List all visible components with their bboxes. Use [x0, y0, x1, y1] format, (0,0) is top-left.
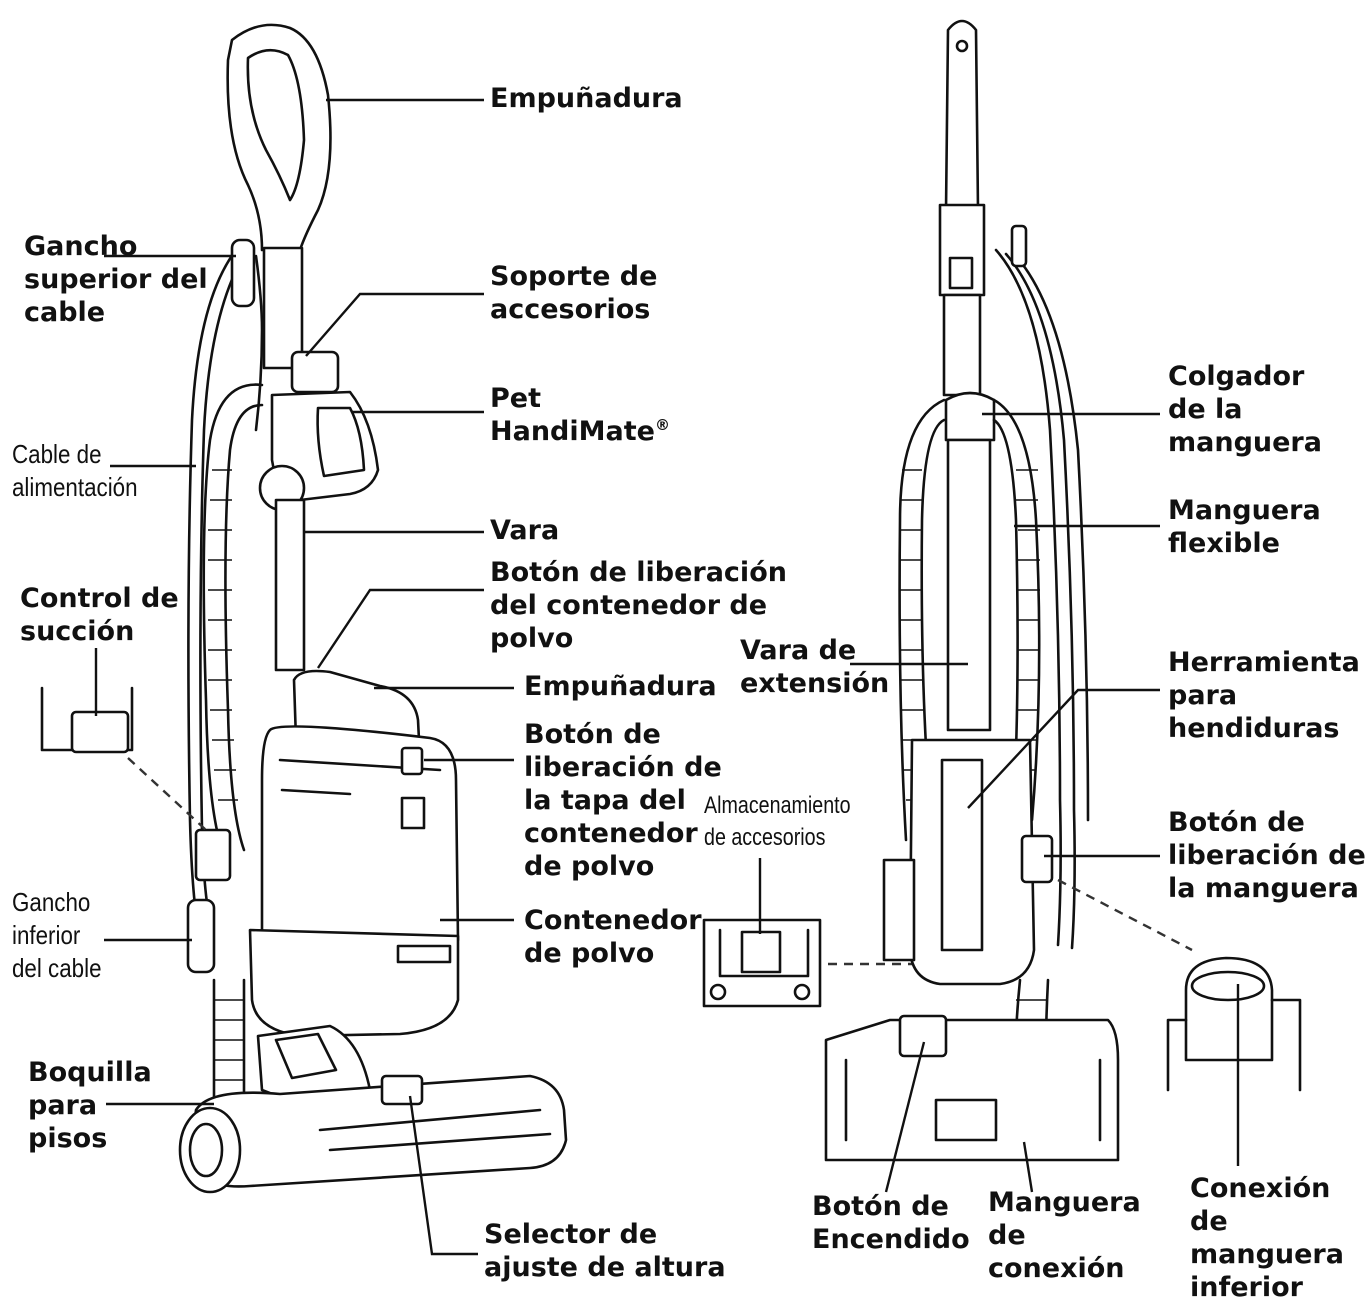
suction-control-inset	[40, 686, 207, 831]
label-handle-mid: Empuñadura	[524, 671, 717, 702]
crevice-tool	[940, 758, 984, 952]
power-button	[898, 1014, 948, 1058]
lower-cord-hook	[186, 898, 216, 974]
back-handle	[944, 19, 980, 212]
dust-container	[260, 725, 460, 942]
height-selector	[380, 1074, 424, 1106]
back-upper-wand	[938, 203, 986, 297]
back-view-vacuum	[824, 19, 1120, 1162]
upper-wand	[262, 246, 304, 370]
back-nozzle	[824, 1018, 1120, 1162]
lower-hose-connection-inset	[1057, 878, 1302, 1092]
wand	[274, 498, 306, 672]
floor-nozzle	[188, 1074, 568, 1188]
hose-hanger	[944, 391, 996, 442]
upper-cord-hook	[230, 238, 256, 308]
accessory-holder	[290, 350, 340, 394]
leader-lines	[94, 98, 1240, 1256]
registered-mark: ®	[654, 416, 670, 434]
accessory-storage-inset	[702, 918, 930, 1008]
grip-handle	[226, 23, 332, 252]
label-pet-handimate: Pet HandiMate®	[490, 383, 670, 447]
label-handle-top: Empuñadura	[490, 83, 683, 114]
label-wand: Vara	[490, 515, 560, 546]
hose-release-button	[1020, 834, 1054, 884]
extension-wand	[946, 438, 992, 732]
front-view-vacuum	[178, 23, 568, 1194]
